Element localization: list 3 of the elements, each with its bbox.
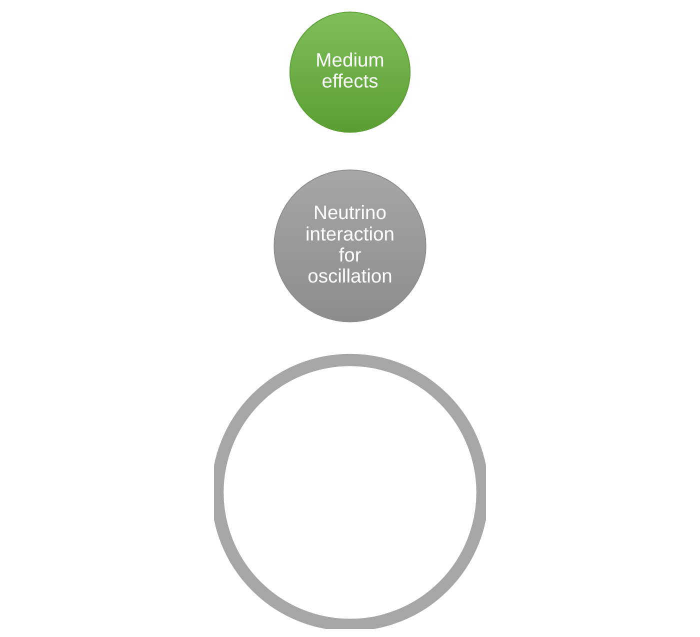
node-circle: Neutrino interaction for oscillation [274,170,426,322]
node-circle [214,354,486,629]
node-circle: Medium effects [289,12,411,133]
